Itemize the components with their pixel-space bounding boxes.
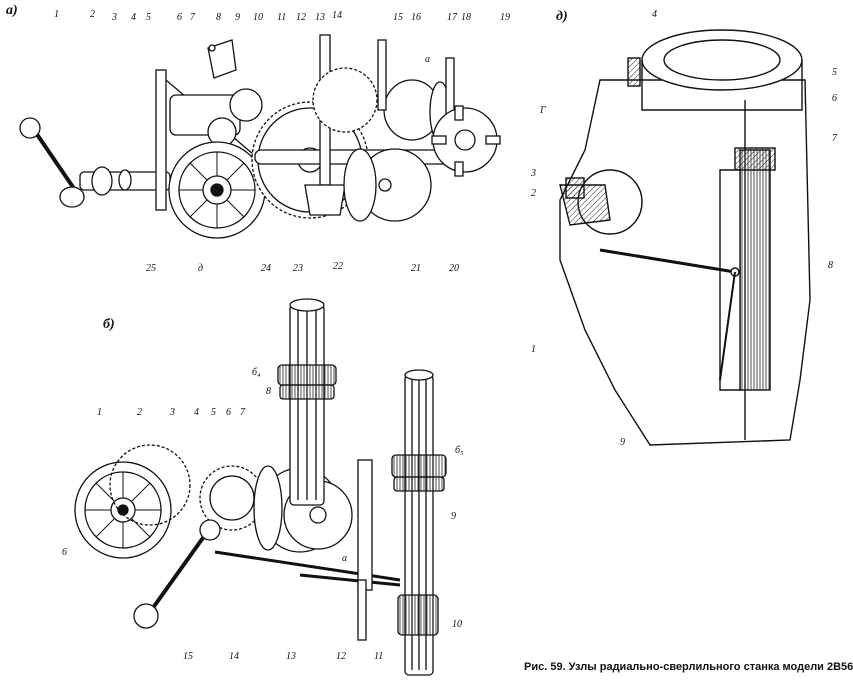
- callout-a-18: 18: [461, 12, 471, 23]
- callout-b-b4: б₄: [252, 367, 261, 378]
- callout-d-G: Г: [540, 105, 546, 116]
- callout-a-17: 17: [447, 12, 457, 23]
- callout-d-9: 9: [620, 437, 625, 448]
- callout-a-1: 1: [54, 9, 59, 20]
- callout-a-d: д: [198, 263, 204, 274]
- callout-b-10: 10: [452, 619, 462, 630]
- callout-b-1: 1: [97, 407, 102, 418]
- callout-a-14: 14: [332, 10, 342, 21]
- callout-a-16: 16: [411, 12, 421, 23]
- callout-a-24: 24: [261, 263, 271, 274]
- callout-d-2: 2: [531, 188, 536, 199]
- callout-d-8: 8: [828, 260, 833, 271]
- callout-d-7: 7: [832, 133, 837, 144]
- figure-caption: Рис. 59. Узлы радиально-сверлильного ста…: [524, 661, 853, 673]
- callout-a-21: 21: [411, 263, 421, 274]
- callout-a-25: 25: [146, 263, 156, 274]
- panel-b-drawing: [74, 298, 447, 676]
- callout-b-7: 7: [240, 407, 245, 418]
- callout-b-15: 15: [183, 651, 193, 662]
- callout-a-2: 2: [90, 9, 95, 20]
- callout-b-12: 12: [336, 651, 346, 662]
- callout-b-6b: 6: [62, 547, 67, 558]
- callout-a-3: 3: [112, 12, 117, 23]
- callout-a-7: 7: [190, 12, 195, 23]
- callout-a-5: 5: [146, 12, 151, 23]
- callout-a-13: 13: [315, 12, 325, 23]
- callout-b-8: 8: [266, 386, 271, 397]
- callout-a-6: 6: [177, 12, 182, 23]
- callout-d-6: 6: [832, 93, 837, 104]
- callout-b-4: 4: [194, 407, 199, 418]
- callout-d-4: 4: [652, 9, 657, 20]
- callout-a-22: 22: [333, 261, 343, 272]
- callout-d-1: 1: [531, 344, 536, 355]
- callout-b-11: 11: [374, 651, 384, 662]
- callout-a-9: 9: [235, 12, 240, 23]
- callout-a-8: 8: [216, 12, 221, 23]
- callout-a-10: 10: [253, 12, 263, 23]
- callout-b-a: а: [342, 553, 347, 564]
- callout-a-4: 4: [131, 12, 136, 23]
- panel-d-label: д): [556, 9, 568, 24]
- callout-b-6: 6: [226, 407, 231, 418]
- callout-b-5: 5: [211, 407, 216, 418]
- panel-a-label: а): [6, 3, 18, 18]
- panel-a-drawing: [19, 34, 501, 239]
- callout-a-12: 12: [296, 12, 306, 23]
- callout-d-3: 3: [531, 168, 536, 179]
- callout-b-14: 14: [229, 651, 239, 662]
- callout-a-15: 15: [393, 12, 403, 23]
- panel-d-drawing: [559, 29, 811, 446]
- callout-b-2: 2: [137, 407, 142, 418]
- callout-a-19: 19: [500, 12, 510, 23]
- callout-b-b5: б₅: [455, 445, 464, 456]
- panel-b-label: б): [103, 317, 115, 332]
- callout-a-23: 23: [293, 263, 303, 274]
- callout-a-20: 20: [449, 263, 459, 274]
- callout-b-3: 3: [170, 407, 175, 418]
- callout-a-11: 11: [277, 12, 287, 23]
- callout-a-a: а: [425, 54, 430, 65]
- callout-b-9: 9: [451, 511, 456, 522]
- callout-b-13: 13: [286, 651, 296, 662]
- callout-d-5: 5: [832, 67, 837, 78]
